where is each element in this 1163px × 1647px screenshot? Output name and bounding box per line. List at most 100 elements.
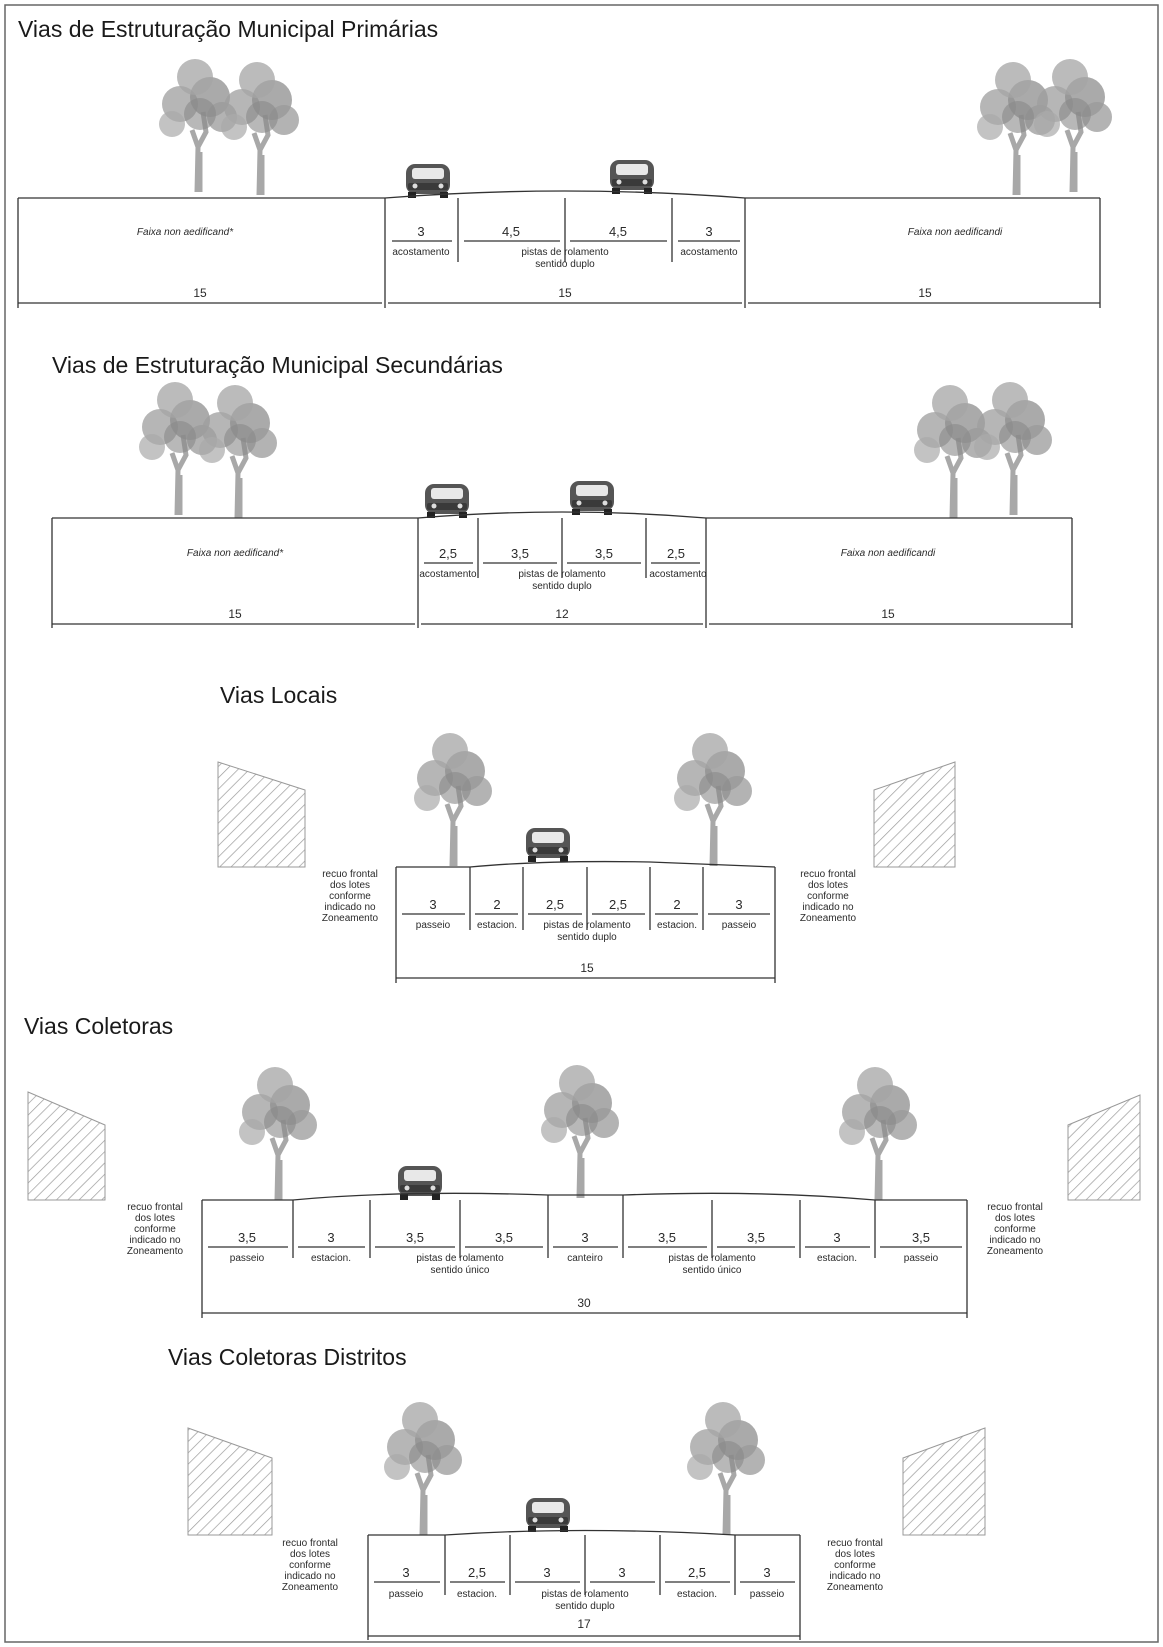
width-label: 3,5 [495,1230,513,1245]
section-coletoras-distritos: recuo frontal dos lotes conforme indicad… [187,1402,986,1640]
faixa-right-label: Faixa non aedificandi [908,227,1003,238]
width-label: 2,5 [609,897,627,912]
building-hatch [187,1427,986,1536]
width-label: 3,5 [406,1230,424,1245]
width-label: 3,5 [595,546,613,561]
total-label: 15 [193,286,207,300]
recuo-left-label: recuo frontal dos lotes conforme indicad… [282,1538,339,1593]
svg-text:indicado no: indicado no [284,1571,336,1582]
recuo-right-label: recuo frontal dos lotes conforme indicad… [800,869,857,924]
width-label: 3 [833,1230,840,1245]
width-label: 3 [705,224,712,239]
faixa-right-label: Faixa non aedificandi [841,548,936,559]
recuo-right-label: recuo frontal dos lotes conforme indicad… [987,1202,1044,1257]
recuo-left-label: recuo frontal dos lotes conforme indicad… [322,869,379,924]
width-label: 3 [417,224,424,239]
width-label: 2,5 [439,546,457,561]
svg-text:Zoneamento: Zoneamento [282,1582,339,1593]
width-label: 3 [763,1565,770,1580]
svg-text:Zoneamento: Zoneamento [987,1246,1044,1257]
svg-text:dos lotes: dos lotes [808,880,848,891]
svg-text:indicado no: indicado no [129,1235,181,1246]
svg-text:Zoneamento: Zoneamento [800,913,857,924]
lane-label: passeio [416,920,451,931]
tree-icon [384,1402,765,1535]
lane-label: pistas de rolamento [518,569,606,580]
lane-label: canteiro [567,1253,603,1264]
svg-text:dos lotes: dos lotes [290,1549,330,1560]
svg-text:conforme: conforme [134,1224,176,1235]
lane-label: passeio [750,1589,785,1600]
building-hatch [27,1091,1141,1201]
svg-text:conforme: conforme [994,1224,1036,1235]
section-coletoras: recuo frontal dos lotes conforme indicad… [27,1065,1141,1318]
section-locais: recuo frontal dos lotes conforme indicad… [217,733,956,983]
car-icon [398,1166,442,1200]
total-label: 12 [555,607,569,621]
width-label: 3 [618,1565,625,1580]
lane-label: sentido único [431,1265,490,1276]
width-label: 2,5 [546,897,564,912]
faixa-left-label: Faixa non aedificand* [187,548,284,559]
lane-label: sentido único [683,1265,742,1276]
faixa-left-label: Faixa non aedificand* [137,227,234,238]
lane-label: estacion. [457,1589,497,1600]
width-label: 3,5 [238,1230,256,1245]
lane-label: sentido duplo [555,1601,615,1612]
lane-label: sentido duplo [532,581,592,592]
width-label: 3 [327,1230,334,1245]
svg-text:dos lotes: dos lotes [835,1549,875,1560]
width-label: 3,5 [658,1230,676,1245]
svg-text:recuo frontal: recuo frontal [827,1538,883,1549]
tree-icon [414,733,752,866]
recuo-right-label: recuo frontal dos lotes conforme indicad… [827,1538,884,1593]
lane-label: passeio [904,1253,939,1264]
section-title: Vias de Estruturação Municipal Primárias [18,16,439,42]
svg-text:conforme: conforme [289,1560,331,1571]
lane-label: pistas de rolamento [521,247,609,258]
section-secundarias: Faixa non aedificand* Faixa non aedifica… [51,382,1073,628]
width-label: 3 [429,897,436,912]
section-title: Vias Coletoras Distritos [168,1344,407,1370]
building-hatch [217,761,956,868]
section-title: Vias Locais [220,682,338,708]
total-label: 30 [577,1296,591,1310]
svg-text:recuo frontal: recuo frontal [127,1202,183,1213]
width-label: 2,5 [667,546,685,561]
svg-text:indicado no: indicado no [989,1235,1041,1246]
width-label: 3 [735,897,742,912]
svg-text:Zoneamento: Zoneamento [827,1582,884,1593]
lane-label: estacion. [657,920,697,931]
lane-label: pistas de rolamento [541,1589,629,1600]
lane-label: estacion. [677,1589,717,1600]
width-label: 3,5 [912,1230,930,1245]
total-label: 15 [918,286,932,300]
svg-text:recuo frontal: recuo frontal [322,869,378,880]
svg-text:indicado no: indicado no [829,1571,881,1582]
lane-label: pistas de rolamento [543,920,631,931]
svg-text:Zoneamento: Zoneamento [322,913,379,924]
lane-label: estacion. [311,1253,351,1264]
lane-label: acostamento [680,247,738,258]
svg-text:dos lotes: dos lotes [995,1213,1035,1224]
lane-label: passeio [230,1253,265,1264]
tree-icon [239,1065,917,1200]
svg-text:indicado no: indicado no [802,902,854,913]
lane-label: sentido duplo [535,259,595,270]
total-label: 15 [228,607,242,621]
svg-text:conforme: conforme [807,891,849,902]
svg-text:dos lotes: dos lotes [135,1213,175,1224]
lane-label: estacion. [477,920,517,931]
recuo-left-label: recuo frontal dos lotes conforme indicad… [127,1202,184,1257]
width-label: 3 [581,1230,588,1245]
width-label: 4,5 [502,224,520,239]
width-label: 2 [493,897,500,912]
section-title: Vias de Estruturação Municipal Secundári… [52,352,503,378]
total-label: 17 [577,1617,591,1631]
car-icon [526,1498,570,1532]
car-icon [526,828,570,862]
svg-text:conforme: conforme [834,1560,876,1571]
lane-label: acostamento [649,569,707,580]
lane-label: estacion. [817,1253,857,1264]
